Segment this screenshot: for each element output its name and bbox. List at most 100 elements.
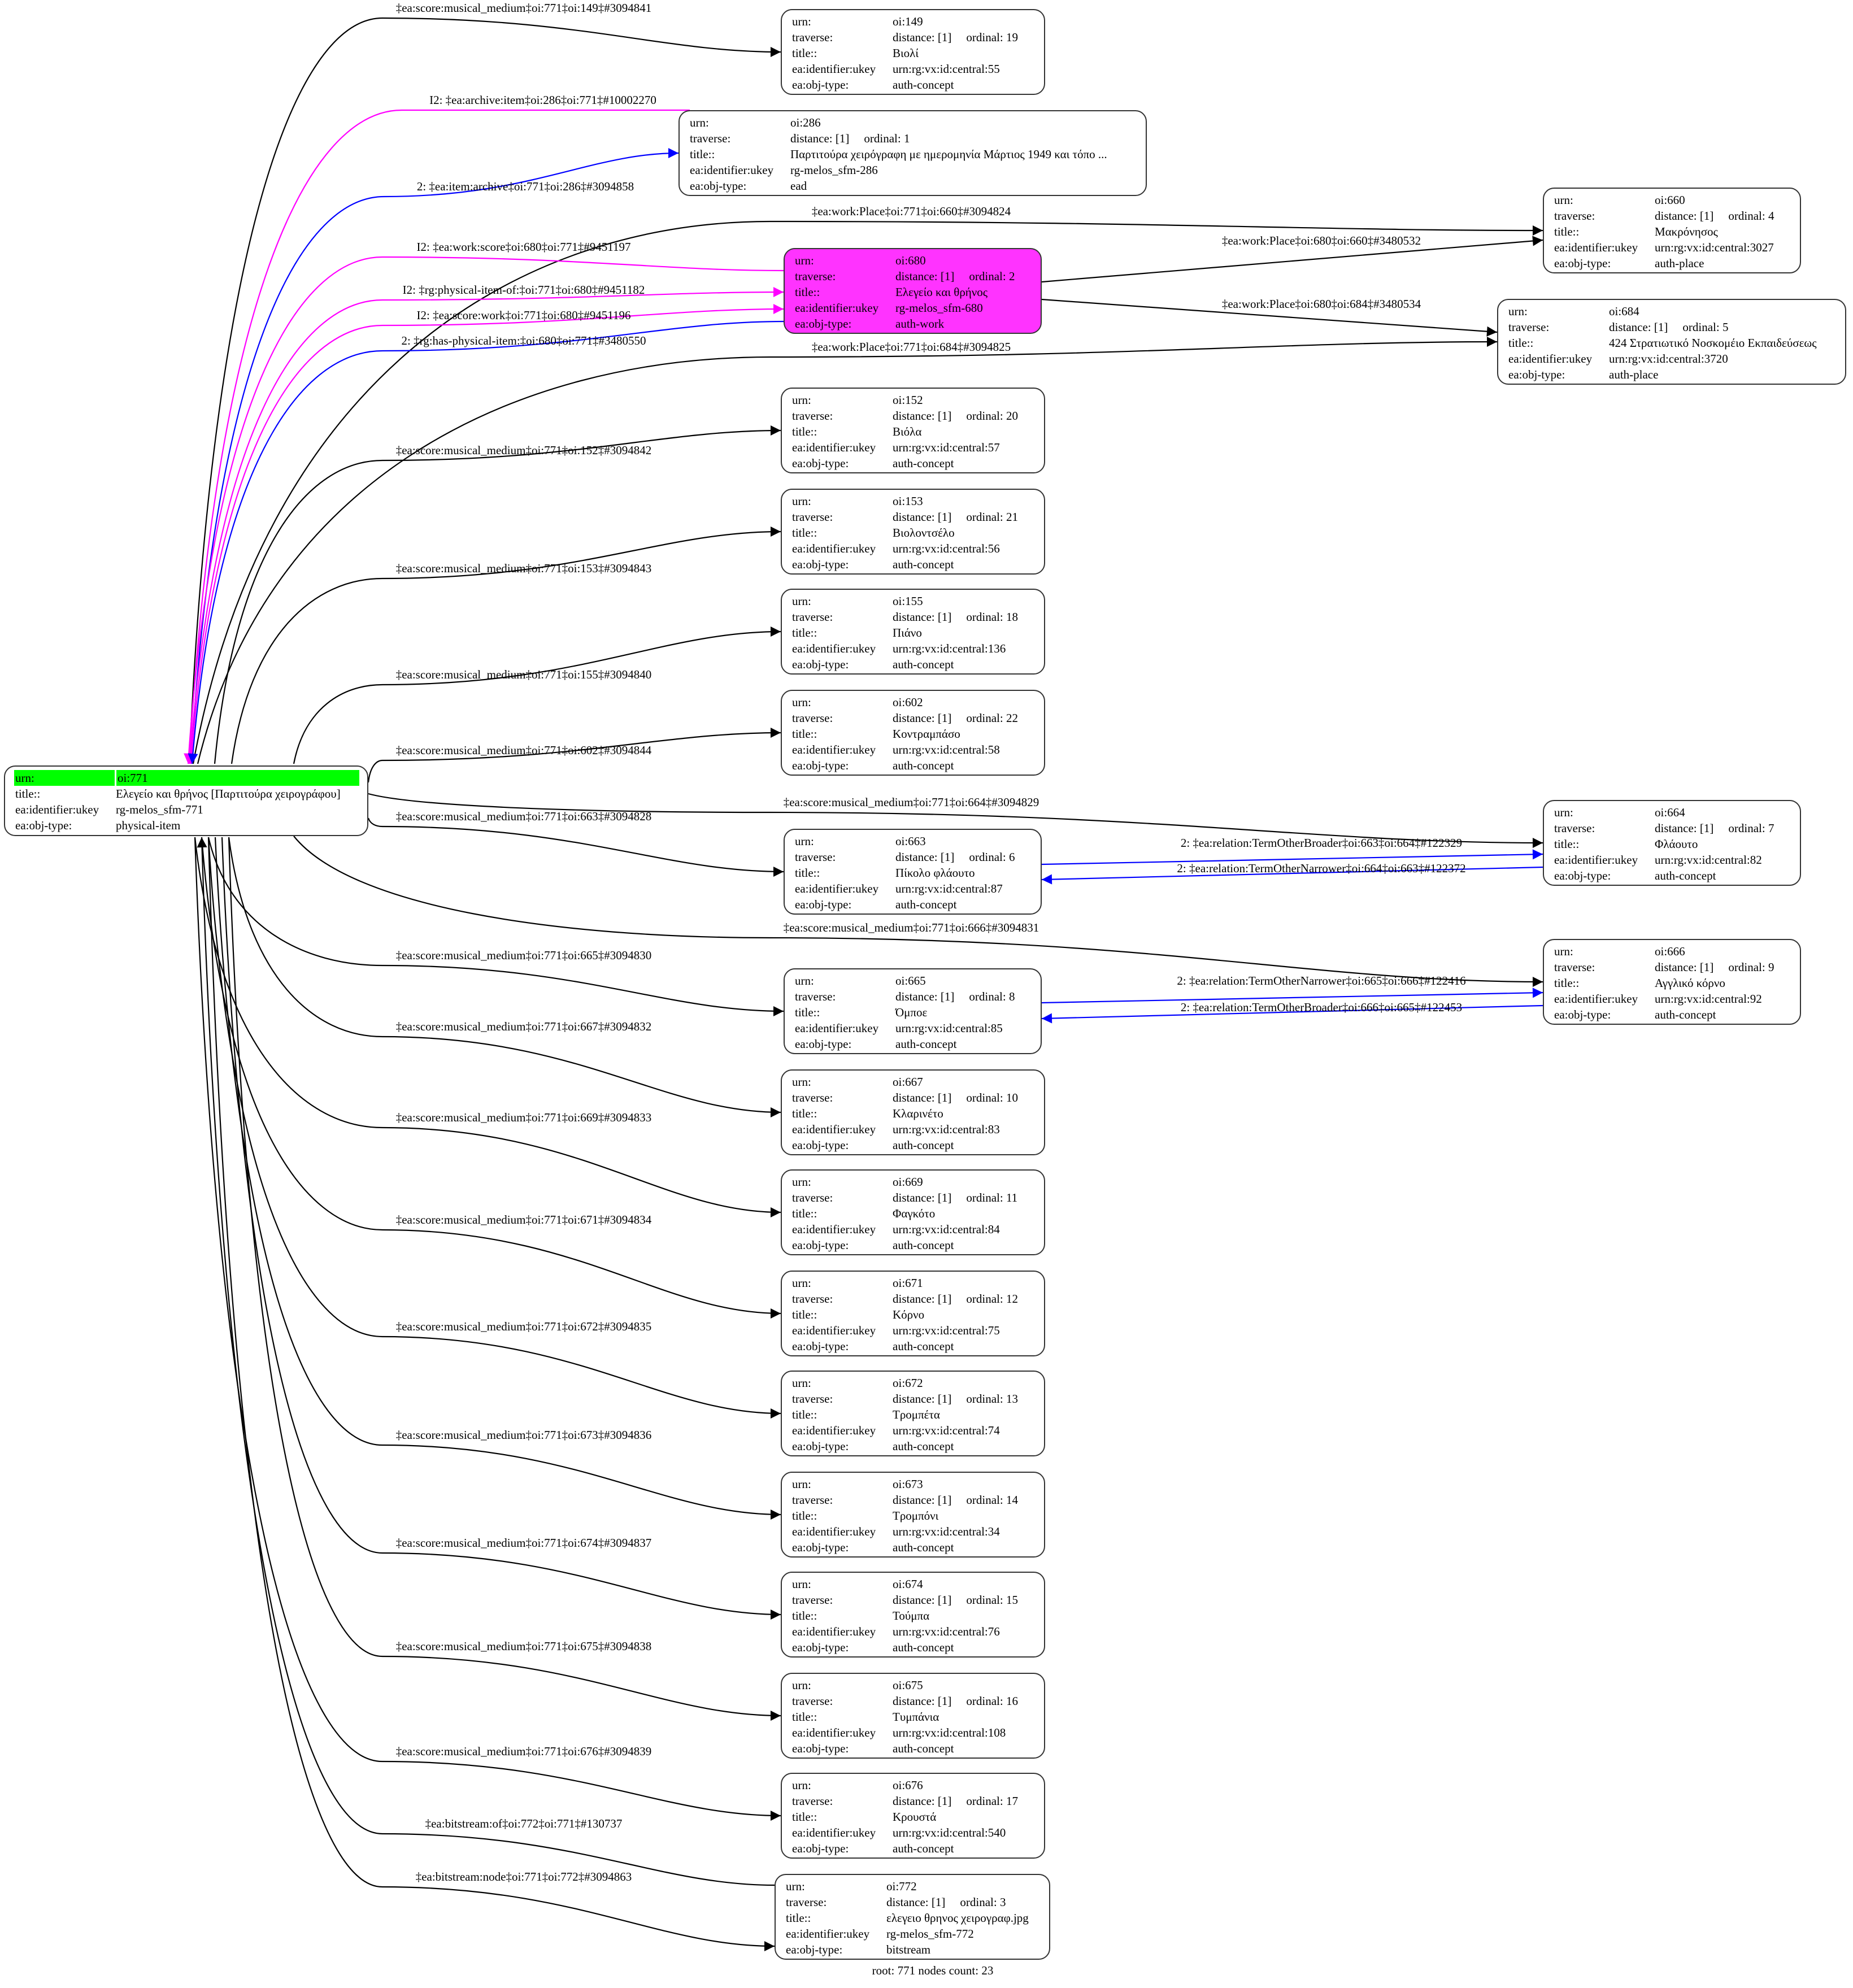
node-row: urn:oi:672 xyxy=(791,1375,1036,1391)
field-label: ea:identifier:ukey xyxy=(792,1625,876,1638)
node-ukey: urn:rg:vx:id:central:136 xyxy=(893,642,1006,655)
node-title: Αγγλικό κόρνο xyxy=(1655,976,1725,990)
field-label: ea:obj-type: xyxy=(792,1238,849,1252)
field-label: ea:identifier:ukey xyxy=(795,882,879,895)
node-row: title::Τρομπόνι xyxy=(791,1508,1036,1524)
node-title: Κοντραμπάσο xyxy=(893,727,960,741)
edge-label: 2: ‡ea:relation:TermOtherBroader‡oi:663‡… xyxy=(1180,836,1463,850)
field-label: traverse: xyxy=(792,31,833,44)
node-ordinal: ordinal: 13 xyxy=(966,1392,1018,1406)
node-ukey: urn:rg:vx:id:central:34 xyxy=(893,1525,1000,1538)
node-ukey: urn:rg:vx:id:central:85 xyxy=(895,1021,1003,1035)
field-label: ea:obj-type: xyxy=(1508,368,1565,381)
field-label: ea:identifier:ukey xyxy=(795,1021,879,1035)
node-row: title::Όμποε xyxy=(794,1004,1033,1020)
node-urn: oi:674 xyxy=(893,1577,923,1591)
field-label: ea:obj-type: xyxy=(792,658,849,671)
node-row: urn:oi:664 xyxy=(1553,804,1792,820)
node-distance: distance: [1] xyxy=(895,850,955,864)
edge-label: ‡ea:bitstream:node‡oi:771‡oi:772‡#309486… xyxy=(415,1870,632,1883)
node-row: title::424 Στρατιωτικό Νοσκομέιο Εκπαιδε… xyxy=(1507,335,1837,351)
node-row: ea:obj-type:auth-concept xyxy=(791,455,1036,471)
edge-664-663 xyxy=(1041,866,1543,885)
node-urn: oi:663 xyxy=(895,834,926,848)
field-label: ea:obj-type: xyxy=(690,179,747,193)
edge-771-155 xyxy=(293,627,781,764)
node-row: title::Φαγκότο xyxy=(791,1206,1036,1221)
node-title: Τούμπα xyxy=(893,1609,930,1622)
edge-665-666 xyxy=(1041,988,1543,1004)
field-label: traverse: xyxy=(1554,960,1595,974)
field-label: ea:identifier:ukey xyxy=(792,642,876,655)
field-label: traverse: xyxy=(792,610,833,624)
field-label: title:: xyxy=(792,1207,817,1220)
node-obj-type: bitstream xyxy=(886,1943,931,1956)
node-row: urn:oi:602 xyxy=(791,694,1036,710)
edge-286-771 xyxy=(185,109,690,764)
field-label: title:: xyxy=(792,425,817,438)
node-title: Βιολί xyxy=(893,46,919,60)
node-title: Μακρόνησος xyxy=(1655,225,1718,238)
node-row: traverse:distance: [1]ordinal: 11 xyxy=(791,1190,1036,1206)
field-label: ea:identifier:ukey xyxy=(792,1826,876,1839)
node-ordinal: ordinal: 11 xyxy=(966,1191,1018,1204)
node-urn: oi:666 xyxy=(1655,945,1685,958)
node-obj-type: auth-concept xyxy=(893,1138,954,1152)
node-distance: distance: [1] xyxy=(1655,209,1714,223)
node-distance: distance: [1] xyxy=(893,1694,952,1708)
edge-771-671 xyxy=(201,837,781,1319)
field-label: ea:identifier:ukey xyxy=(792,542,876,555)
field-label: ea:obj-type: xyxy=(1554,869,1611,882)
node-urn: oi:684 xyxy=(1609,304,1639,318)
field-label: urn: xyxy=(795,254,814,267)
node-ordinal: ordinal: 6 xyxy=(969,850,1015,864)
field-label: ea:obj-type: xyxy=(792,759,849,772)
edge-771-663 xyxy=(367,817,784,877)
field-label: ea:obj-type: xyxy=(792,1742,849,1755)
node-obj-type: auth-concept xyxy=(895,1037,957,1051)
node-urn: oi:771 xyxy=(118,771,148,785)
edge-label: ‡ea:score:musical_medium‡oi:771‡oi:674‡#… xyxy=(395,1536,652,1550)
node-title: Πιάνο xyxy=(893,626,922,640)
node-ordinal: ordinal: 15 xyxy=(966,1593,1018,1607)
edge-label: I2: ‡ea:work:score‡oi:680‡oi:771‡#945119… xyxy=(416,240,631,254)
node-ukey: urn:rg:vx:id:central:82 xyxy=(1655,853,1762,867)
field-label: traverse: xyxy=(792,510,833,524)
node-row: title::Βιολί xyxy=(791,45,1036,61)
edge-680-771 xyxy=(184,256,784,764)
node-distance: distance: [1] xyxy=(893,510,952,524)
edge-771-665 xyxy=(207,837,784,1016)
edge-771-684 xyxy=(197,337,1498,764)
edge-771-667 xyxy=(228,837,781,1117)
field-label: traverse: xyxy=(792,1392,833,1406)
edge-label: ‡ea:bitstream:of‡oi:772‡oi:771‡#130737 xyxy=(425,1817,623,1830)
node-row: traverse:distance: [1]ordinal: 7 xyxy=(1553,820,1792,836)
node-obj-type: auth-work xyxy=(895,317,945,330)
